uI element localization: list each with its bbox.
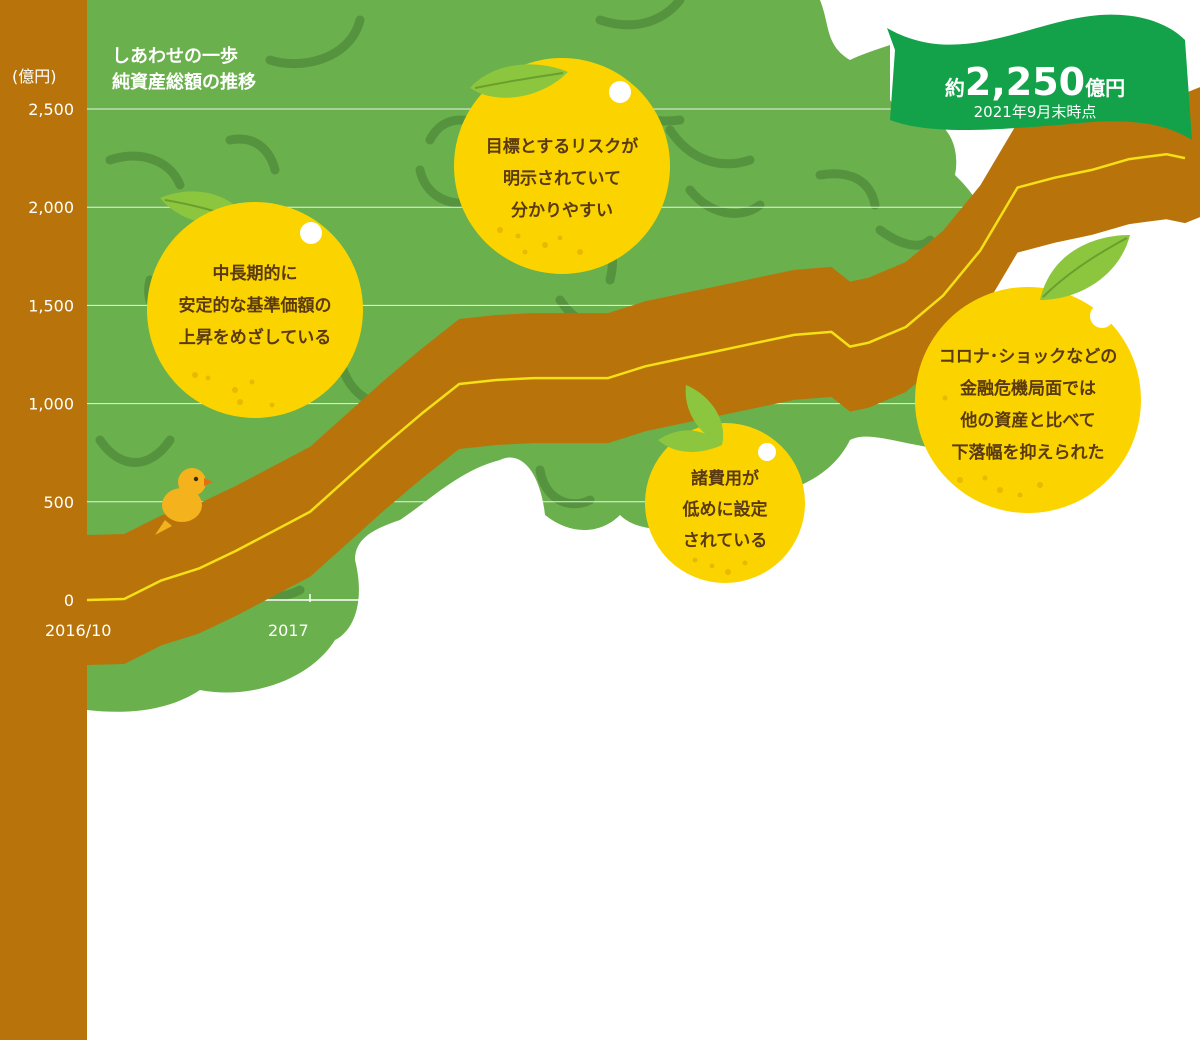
bird-icon	[155, 468, 213, 535]
leaf-icon	[470, 64, 568, 98]
x-axis-label-2017: 2017	[268, 621, 309, 640]
leaf-icon	[1040, 235, 1130, 300]
x-axis-label-start: 2016/10	[45, 621, 111, 640]
flag-amount: 約2,250億円	[945, 60, 1125, 104]
fruit-bubble-2: 目標とするリスクが 明示されていて 分かりやすい	[454, 58, 670, 274]
y-tick-label-1500: 1,500	[28, 296, 74, 315]
bubble-3-line-1: 諸費用が	[691, 468, 759, 489]
tree-trunk	[0, 0, 87, 1040]
y-tick-label-500: 500	[43, 493, 74, 512]
y-tick-label-0: 0	[64, 591, 74, 610]
series-line	[86, 152, 1186, 602]
chart-subtitle: 純資産総額の推移	[112, 71, 256, 93]
y-tick-label-1000: 1,000	[28, 395, 74, 414]
bubble-2-line-3: 分かりやすい	[511, 201, 613, 221]
bubble-4-line-4: 下落幅を抑えられた	[952, 442, 1105, 463]
leaf-icon	[658, 430, 722, 452]
y-axis: 0 500 1,000 1,500 2,000 2,500	[28, 100, 74, 610]
fruit-bubble-1: 中長期的に 安定的な基準価額の 上昇をめざしている	[147, 191, 363, 418]
bubble-4-line-1: コロナ･ショックなどの	[939, 347, 1118, 367]
bubble-3-line-2: 低めに設定	[682, 499, 768, 520]
chart-title: しあわせの一歩	[112, 46, 238, 67]
y-tick-label-2000: 2,000	[28, 198, 74, 217]
fruit-bubble-4: コロナ･ショックなどの 金融危機局面では 他の資産と比べて 下落幅を抑えられた	[915, 235, 1141, 513]
y-axis-unit: (億円)	[12, 67, 57, 86]
bubble-1-line-1: 中長期的に	[213, 263, 298, 284]
total-assets-flag: 約2,250億円 2021年9月末時点	[887, 14, 1192, 141]
flag-unit: 億円	[1085, 76, 1125, 100]
bubble-2-line-1: 目標とするリスクが	[486, 136, 639, 157]
flag-value: 2,250	[965, 60, 1085, 104]
bubble-4-line-2: 金融危機局面では	[959, 378, 1096, 399]
bubble-1-line-2: 安定的な基準価額の	[179, 295, 332, 316]
y-tick-label-2500: 2,500	[28, 100, 74, 119]
leaf-icon	[685, 385, 724, 445]
flag-prefix: 約	[945, 76, 965, 100]
flag-note: 2021年9月末時点	[974, 103, 1097, 121]
bubble-3-line-3: されている	[683, 531, 768, 551]
bubble-4-line-3: 他の資産と比べて	[959, 410, 1095, 431]
fruit-bubble-3: 諸費用が 低めに設定 されている	[645, 385, 805, 583]
bubble-2-line-2: 明示されていて	[503, 169, 621, 189]
bubble-1-line-3: 上昇をめざしている	[179, 327, 332, 348]
